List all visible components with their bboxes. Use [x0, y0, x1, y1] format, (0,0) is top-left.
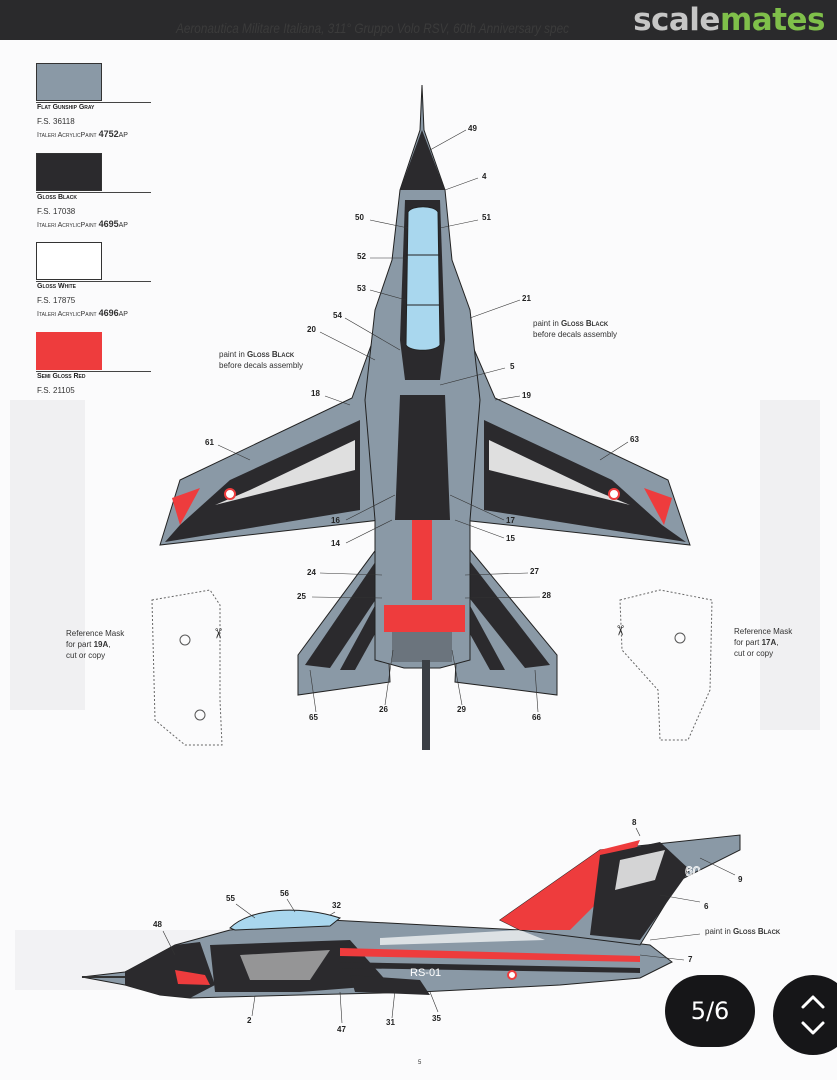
- callout-66: 66: [532, 713, 541, 722]
- callout-2: 2: [247, 1016, 252, 1025]
- callout-5: 5: [510, 362, 515, 371]
- page-title: Aeronautica Militare Italiana, 311° Grup…: [176, 20, 570, 36]
- callout-4: 4: [482, 172, 487, 181]
- callout-7: 7: [688, 955, 693, 964]
- swatch-semi-gloss-red: [36, 332, 102, 370]
- color-name: Gloss Black: [37, 194, 77, 201]
- callout-32: 32: [332, 901, 341, 910]
- callout-6: 6: [704, 902, 709, 911]
- callout-9: 9: [738, 875, 743, 884]
- aircraft-code: RS-01: [410, 967, 441, 979]
- callout-19: 19: [522, 391, 531, 400]
- callout-8: 8: [632, 818, 637, 827]
- callout-29: 29: [457, 705, 466, 714]
- color-fs: F.S. 17875: [37, 296, 76, 305]
- side-view-diagram: RS-01 60: [15, 827, 741, 1024]
- top-bar: Aeronautica Militare Italiana, 311° Grup…: [0, 0, 837, 40]
- callout-25: 25: [297, 592, 306, 601]
- color-name: Flat Gunship Gray: [37, 104, 95, 111]
- callout-49: 49: [468, 124, 477, 133]
- callout-51: 51: [482, 213, 491, 222]
- callout-61: 61: [205, 438, 214, 447]
- callout-56: 56: [280, 889, 289, 898]
- callout-65: 65: [309, 713, 318, 722]
- swatch-gloss-white: [36, 242, 102, 280]
- top-view-diagram: [10, 84, 820, 750]
- callout-26: 26: [379, 705, 388, 714]
- color-code: Italeri AcrylicPaint 4695AP: [37, 219, 128, 229]
- swatch-flat-gunship-gray: [36, 63, 102, 101]
- chevron-up-icon: [801, 995, 825, 1009]
- callout-16: 16: [331, 516, 340, 525]
- callout-63: 63: [630, 435, 639, 444]
- callout-18: 18: [311, 389, 320, 398]
- callout-47: 47: [337, 1025, 346, 1034]
- callout-15: 15: [506, 534, 515, 543]
- scissors-icon: ✂: [210, 627, 227, 640]
- callout-55: 55: [226, 894, 235, 903]
- callout-54: 54: [333, 311, 342, 320]
- color-code: Italeri AcrylicPaint 4696AP: [37, 308, 128, 318]
- callout-48: 48: [153, 920, 162, 929]
- swatch-gloss-black: [36, 153, 102, 191]
- color-fs: F.S. 36118: [37, 117, 75, 126]
- scalemates-logo[interactable]: scalemates: [633, 2, 825, 38]
- callout-50: 50: [355, 213, 364, 222]
- scissors-icon: ✂: [612, 624, 629, 637]
- callout-27: 27: [530, 567, 539, 576]
- chevron-down-icon: [801, 1021, 825, 1035]
- paint-note-side: paint in Gloss Black: [705, 927, 781, 936]
- page-number: 5: [418, 1060, 422, 1066]
- callout-35: 35: [432, 1014, 441, 1023]
- color-name: Semi Gloss Red: [37, 373, 86, 380]
- callout-24: 24: [307, 568, 316, 577]
- callout-52: 52: [357, 252, 366, 261]
- callout-20: 20: [307, 325, 316, 334]
- callout-53: 53: [357, 284, 366, 293]
- page-indicator[interactable]: 5/6: [665, 975, 755, 1047]
- tail-number: 60: [685, 863, 701, 879]
- callout-31: 31: [386, 1018, 395, 1027]
- callout-17: 17: [506, 516, 515, 525]
- callout-21: 21: [522, 294, 531, 303]
- callout-14: 14: [331, 539, 340, 548]
- callout-28: 28: [542, 591, 551, 600]
- color-fs: F.S. 17038: [37, 207, 76, 216]
- color-code: Italeri AcrylicPaint 4752AP: [37, 129, 128, 139]
- color-name: Gloss White: [37, 283, 76, 290]
- color-fs: F.S. 21105: [37, 386, 75, 395]
- page-nav-button[interactable]: [773, 975, 837, 1055]
